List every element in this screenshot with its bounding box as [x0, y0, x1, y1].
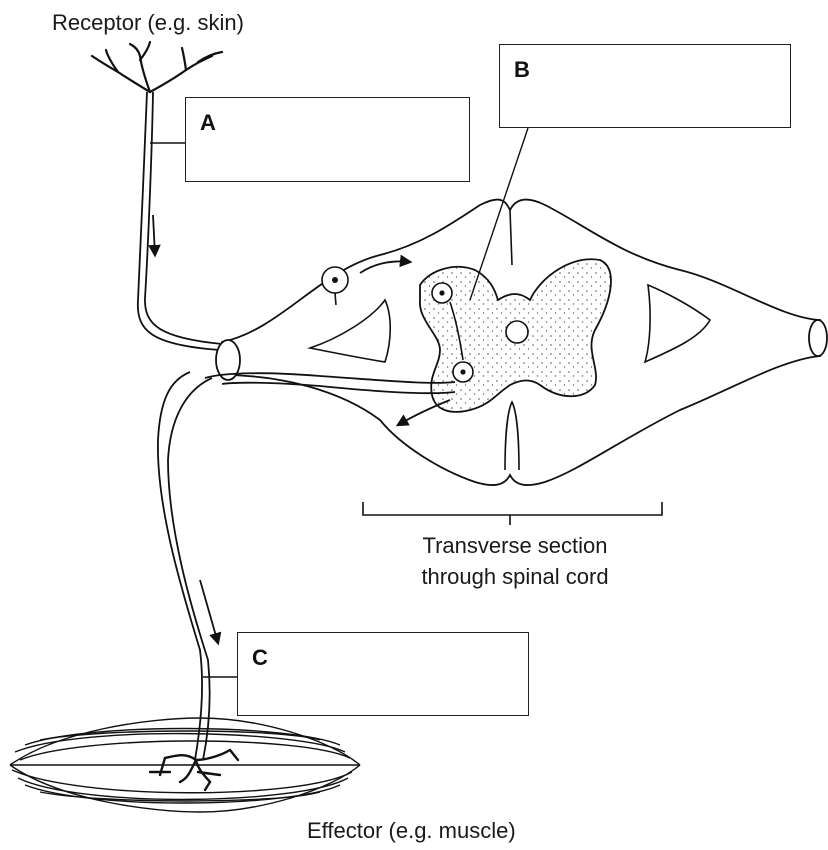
section-brace	[363, 502, 662, 525]
motor-neuron-body	[453, 362, 473, 382]
receptor-label: Receptor (e.g. skin)	[52, 10, 244, 36]
motor-end-plates	[150, 750, 238, 790]
section-caption-line1: Transverse section	[380, 530, 650, 561]
box-a-letter: A	[200, 110, 216, 136]
central-canal	[506, 321, 528, 343]
receptor-branches	[92, 42, 222, 92]
box-b-letter: B	[514, 57, 530, 83]
label-box-c[interactable]: C	[237, 632, 529, 716]
nerve-right-end	[809, 320, 827, 356]
section-caption: Transverse section through spinal cord	[380, 530, 650, 592]
effector-label: Effector (e.g. muscle)	[307, 818, 516, 844]
box-c-letter: C	[252, 645, 268, 671]
motor-arrow-down	[200, 580, 218, 643]
sensory-arrow	[153, 215, 155, 255]
label-box-b[interactable]: B	[499, 44, 791, 128]
muscle	[10, 718, 360, 812]
section-caption-line2: through spinal cord	[380, 561, 650, 592]
label-box-a[interactable]: A	[185, 97, 470, 182]
